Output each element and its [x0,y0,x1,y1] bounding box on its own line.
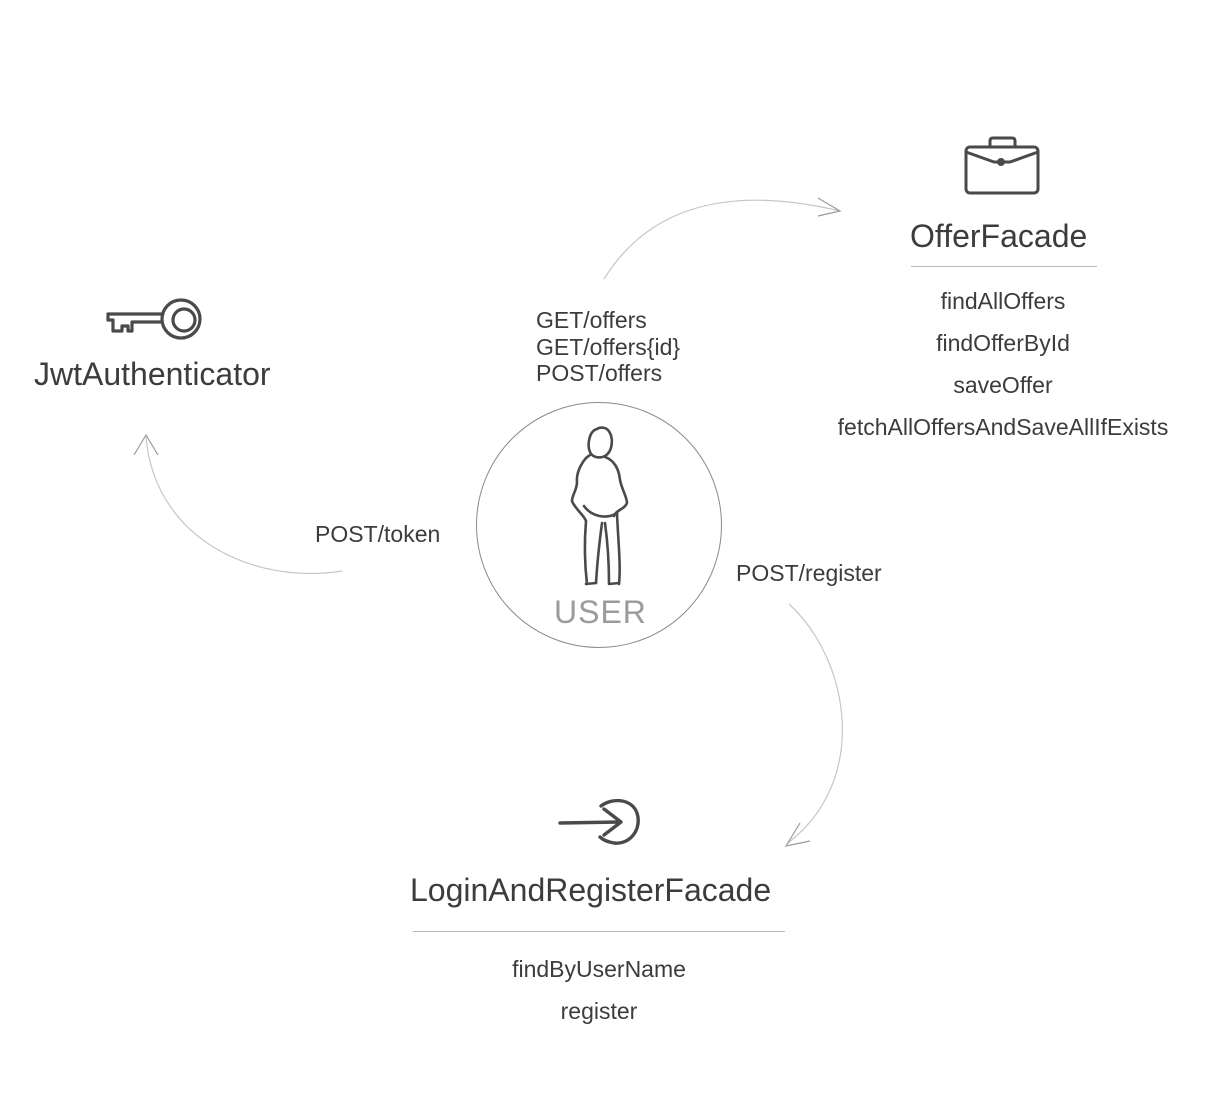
offer-method-find-by-id: findOfferById [936,330,1070,356]
login-arrow-icon [558,798,640,845]
connector-register [787,603,843,844]
edge-label-post-token: POST/token [315,521,441,547]
person-icon [570,426,629,586]
briefcase-icon [964,136,1040,195]
jwt-authenticator-title: JwtAuthenticator [34,356,271,392]
offers-endpoints: GET/offers GET/offers{id} POST/offers [536,307,680,387]
edge-label-post-offers: POST/offers [536,360,663,386]
offer-method-fetch-all: fetchAllOffersAndSaveAllIfExists [837,414,1169,440]
edge-label-post-register: POST/register [736,560,882,586]
user-circle [476,402,722,648]
connector-register-arrowhead [784,822,811,847]
login-register-facade-title: LoginAndRegisterFacade [410,872,772,908]
edge-label-get-offer-by-id: GET/offers{id} [536,333,681,360]
offer-facade-divider [911,266,1097,267]
login-register-facade-divider [413,931,785,932]
offer-method-find-all: findAllOffers [940,288,1066,314]
connector-offers-arrowhead [817,197,842,217]
user-label: USER [554,594,647,630]
offer-method-save: saveOffer [953,372,1053,398]
login-method-register: register [560,998,638,1024]
connector-token [145,436,343,575]
key-icon [106,298,202,340]
edge-label-get-offers: GET/offers [536,307,647,333]
connector-token-arrowhead [133,433,159,456]
offer-facade-title: OfferFacade [910,218,1088,254]
login-method-find-by-username: findByUserName [512,956,686,982]
connector-offers [603,199,841,280]
